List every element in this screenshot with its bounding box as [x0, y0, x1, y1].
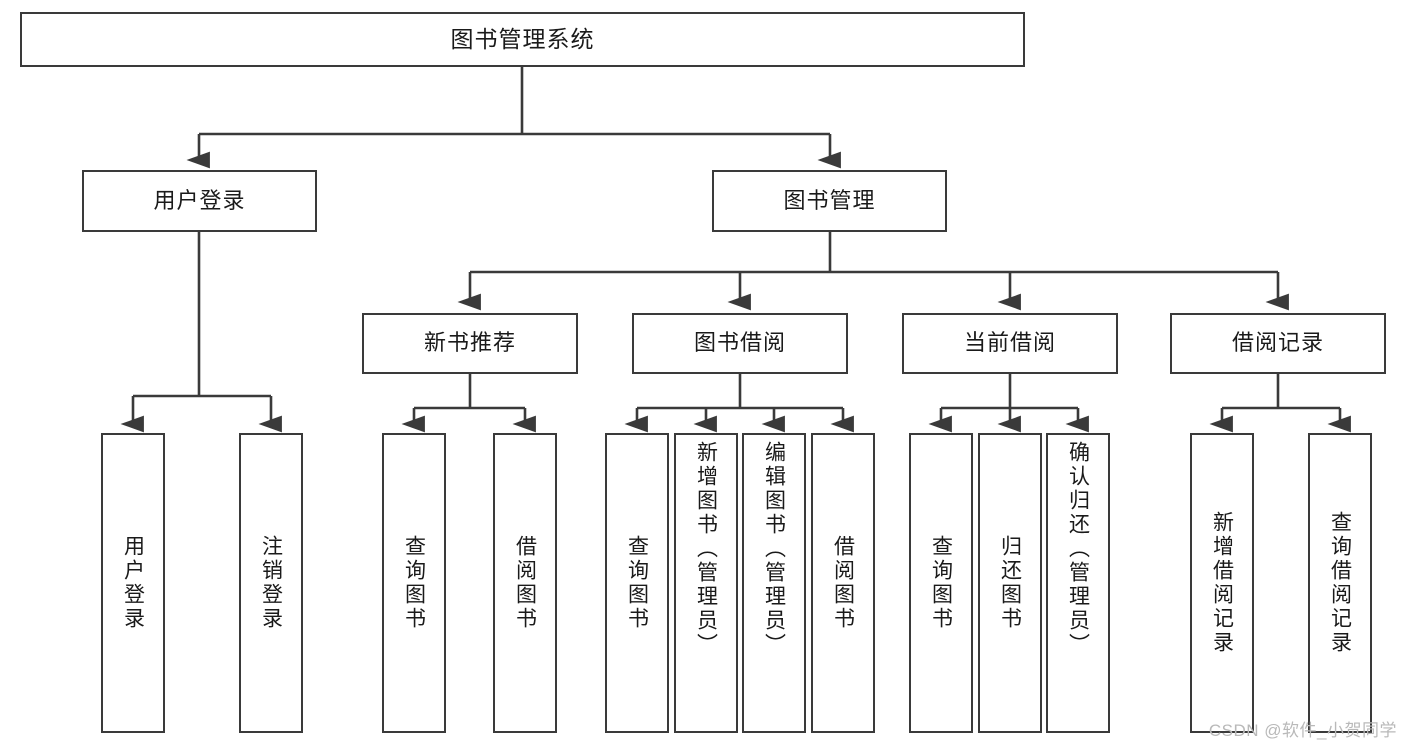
watermark-text: CSDN @软件_小贺同学 — [1208, 721, 1397, 740]
node-label: 图书管理系统 — [450, 25, 595, 52]
leaf-add-borrow-record[interactable]: 新增借阅记录 — [1190, 433, 1254, 733]
leaf-user-login[interactable]: 用户登录 — [101, 433, 165, 733]
node-label: 用户登录 — [153, 187, 246, 213]
leaf-return-book[interactable]: 归还图书 — [978, 433, 1042, 733]
node-label: 归还图书 — [998, 535, 1022, 631]
node-new-book-recommend[interactable]: 新书推荐 — [362, 313, 578, 374]
node-label: 当前借阅 — [963, 330, 1056, 356]
node-user-login[interactable]: 用户登录 — [82, 170, 317, 232]
node-label: 借阅记录 — [1231, 330, 1324, 356]
node-label: 查询图书 — [929, 535, 953, 631]
node-label: 用户登录 — [121, 535, 145, 631]
node-current-borrow[interactable]: 当前借阅 — [902, 313, 1118, 374]
node-label: 图书借阅 — [693, 330, 786, 356]
node-label: 借阅图书 — [513, 535, 537, 631]
node-label: 确认归还（管理员） — [1066, 441, 1090, 657]
node-label: 查询图书 — [625, 535, 649, 631]
node-label: 编辑图书（管理员） — [762, 441, 786, 657]
node-book-management[interactable]: 图书管理 — [712, 170, 947, 232]
node-label: 注销登录 — [259, 535, 283, 631]
node-label: 图书管理 — [783, 187, 876, 213]
leaf-borrow-book-borrow[interactable]: 借阅图书 — [811, 433, 875, 733]
node-borrow-record[interactable]: 借阅记录 — [1170, 313, 1386, 374]
node-label: 新增图书（管理员） — [694, 441, 718, 657]
node-book-borrow[interactable]: 图书借阅 — [632, 313, 848, 374]
leaf-add-book-admin[interactable]: 新增图书（管理员） — [674, 433, 738, 733]
node-root-book-management-system[interactable]: 图书管理系统 — [20, 12, 1025, 67]
leaf-edit-book-admin[interactable]: 编辑图书（管理员） — [742, 433, 806, 733]
node-label: 借阅图书 — [831, 535, 855, 631]
leaf-logout-login[interactable]: 注销登录 — [239, 433, 303, 733]
node-label: 查询图书 — [402, 535, 426, 631]
leaf-borrow-book-recommend[interactable]: 借阅图书 — [493, 433, 557, 733]
node-label: 新书推荐 — [423, 330, 516, 356]
leaf-query-book-borrow[interactable]: 查询图书 — [605, 433, 669, 733]
leaf-confirm-return-admin[interactable]: 确认归还（管理员） — [1046, 433, 1110, 733]
leaf-query-book-current[interactable]: 查询图书 — [909, 433, 973, 733]
leaf-query-book-recommend[interactable]: 查询图书 — [382, 433, 446, 733]
node-label: 新增借阅记录 — [1210, 511, 1234, 655]
leaf-query-borrow-record[interactable]: 查询借阅记录 — [1308, 433, 1372, 733]
node-label: 查询借阅记录 — [1328, 511, 1352, 655]
